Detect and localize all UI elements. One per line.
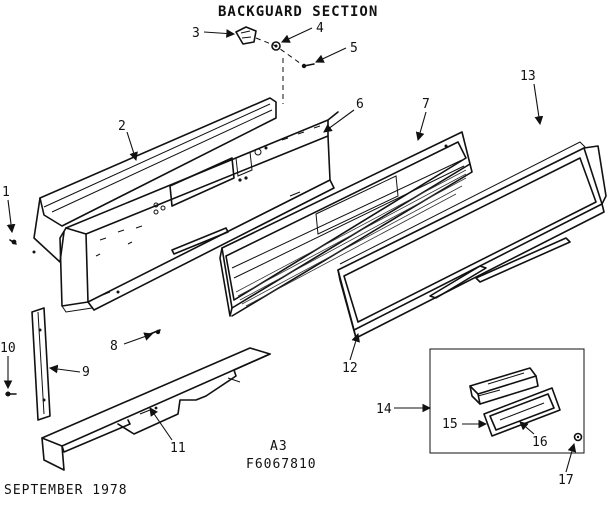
callout-4: 4 — [316, 21, 324, 36]
part-screw-end — [9, 239, 36, 254]
callout-labels: 1 2 3 4 5 6 7 8 9 10 11 12 13 14 15 16 1… — [0, 21, 574, 488]
part-back-cover — [33, 97, 277, 263]
leader-lines — [3, 27, 577, 473]
part-screw-panel — [149, 329, 161, 335]
callout-17: 17 — [558, 473, 574, 488]
diagram-code-line1: A3 — [270, 439, 288, 454]
callout-13: 13 — [520, 69, 536, 84]
callout-3: 3 — [192, 26, 200, 41]
part-glass-frame — [219, 131, 473, 317]
callout-12: 12 — [342, 361, 358, 376]
callout-11: 11 — [170, 441, 186, 456]
part-side-strip — [31, 307, 51, 421]
inset-box — [429, 348, 585, 454]
callout-1: 1 — [2, 185, 10, 200]
part-bottom-trim — [41, 347, 271, 471]
diagram-code-line2: F6067810 — [246, 457, 317, 472]
part-trim-frame — [337, 141, 607, 339]
callout-15: 15 — [442, 417, 458, 432]
part-knob — [235, 26, 257, 45]
callout-7: 7 — [422, 97, 430, 112]
assembly-line-knob — [255, 37, 305, 67]
callout-5: 5 — [350, 41, 358, 56]
diagram-title: BACKGUARD SECTION — [218, 4, 378, 20]
part-main-panel — [59, 111, 339, 313]
callout-8: 8 — [110, 339, 118, 354]
callout-2: 2 — [118, 119, 126, 134]
diagram-date: SEPTEMBER 1978 — [4, 483, 128, 498]
part-lens-assembly — [469, 367, 539, 405]
callout-9: 9 — [82, 365, 90, 380]
callout-10: 10 — [0, 341, 16, 356]
callout-6: 6 — [356, 97, 364, 112]
part-screw-lens — [573, 432, 583, 442]
callout-14: 14 — [376, 402, 392, 417]
callout-16: 16 — [532, 435, 548, 450]
part-screw-side — [5, 391, 17, 397]
part-lens-bezel — [483, 387, 561, 437]
glass-hatching — [235, 169, 467, 307]
